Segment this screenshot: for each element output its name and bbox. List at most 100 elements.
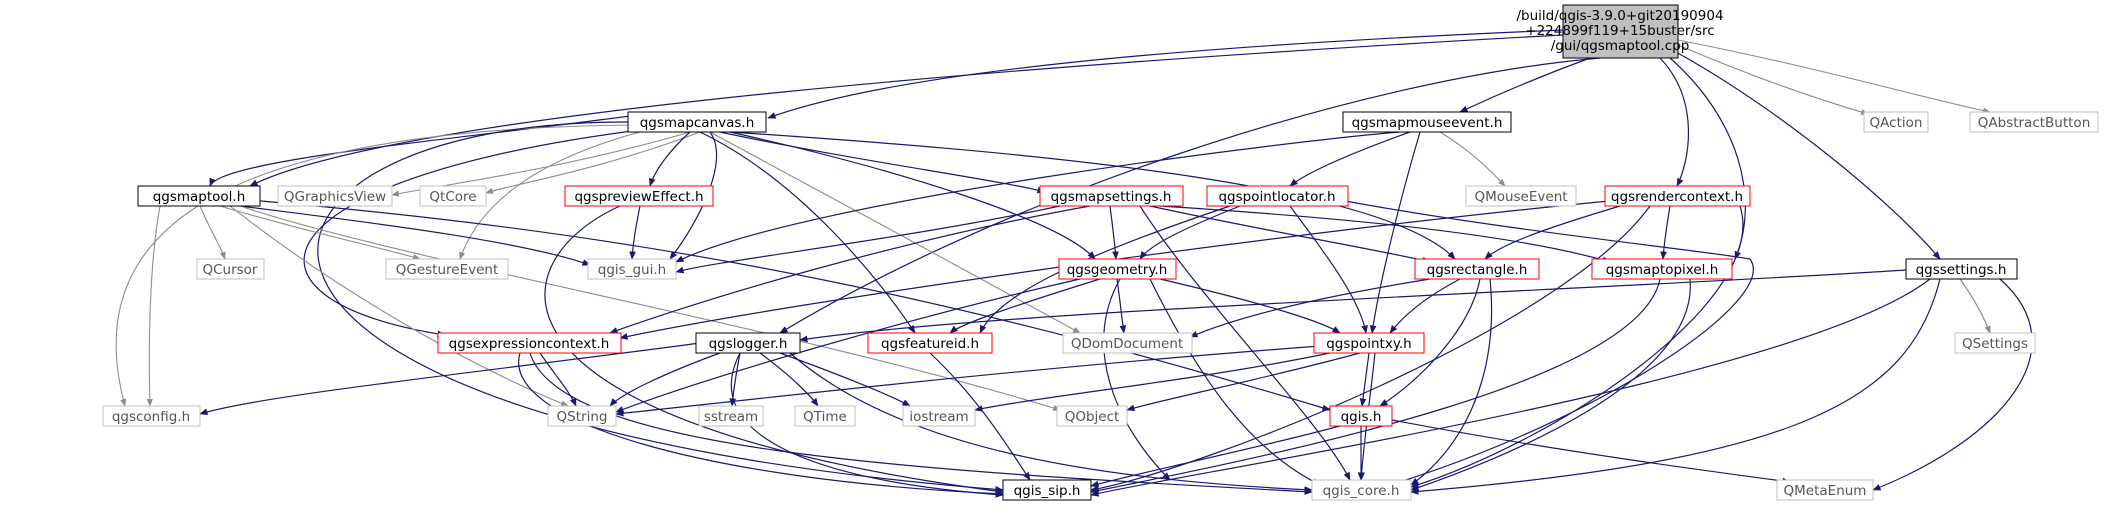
include-edge bbox=[1659, 57, 1690, 187]
include-edge bbox=[1410, 278, 1493, 486]
include-edge bbox=[239, 205, 1061, 411]
node-sstream[interactable]: sstream bbox=[698, 405, 764, 427]
svg-text:QAbstractButton: QAbstractButton bbox=[1978, 115, 2091, 131]
svg-text:qgsmaptool.h: qgsmaptool.h bbox=[153, 189, 246, 205]
include-edge bbox=[1410, 278, 1691, 491]
include-edge bbox=[1410, 278, 1941, 495]
node-qtime[interactable]: QTime bbox=[794, 405, 856, 427]
include-edge bbox=[1677, 44, 1869, 116]
node-qgis-core[interactable]: qgis_core.h bbox=[1311, 479, 1412, 501]
include-edge bbox=[1484, 205, 1621, 260]
node-qgis-sip[interactable]: qgis_sip.h bbox=[1002, 479, 1092, 501]
svg-text:qgsfeatureid.h: qgsfeatureid.h bbox=[881, 336, 979, 352]
node-qgsmapsettings[interactable]: qgsmapsettings.h bbox=[1039, 185, 1184, 207]
node-qcursor[interactable]: QCursor bbox=[196, 258, 265, 280]
node-qdomdocument[interactable]: QDomDocument bbox=[1062, 332, 1193, 354]
include-edge bbox=[1369, 131, 1421, 334]
include-edge bbox=[1159, 205, 1611, 264]
node-qgsgeometry[interactable]: qgsgeometry.h bbox=[1058, 258, 1177, 280]
dependency-edges bbox=[115, 29, 2033, 498]
svg-text:QAction: QAction bbox=[1870, 115, 1923, 131]
node-qgsrectangle[interactable]: qgsrectangle.h bbox=[1414, 258, 1540, 280]
node-qsettings[interactable]: QSettings bbox=[1954, 332, 2036, 354]
include-edge bbox=[1379, 278, 1481, 407]
include-edge bbox=[1109, 205, 1119, 260]
node-qgspointlocator[interactable]: qgspointlocator.h bbox=[1206, 185, 1349, 207]
include-edge bbox=[485, 131, 701, 194]
node-qgraphicsview[interactable]: QGraphicsView bbox=[277, 185, 393, 207]
include-edge bbox=[1103, 278, 1171, 481]
svg-text:QtCore: QtCore bbox=[429, 189, 476, 205]
root-line-3: /gui/qgsmaptool.cpp bbox=[1551, 38, 1690, 54]
include-edge bbox=[1139, 205, 1351, 481]
include-edge bbox=[1090, 278, 1661, 494]
include-edge bbox=[759, 352, 819, 407]
include-edge bbox=[199, 205, 226, 260]
svg-text:sstream: sstream bbox=[704, 409, 758, 425]
include-edge bbox=[1677, 39, 1991, 114]
node-qstring[interactable]: QString bbox=[547, 405, 617, 427]
include-edge bbox=[1159, 278, 1341, 334]
include-edge bbox=[459, 131, 641, 260]
include-edge bbox=[1439, 131, 1506, 187]
include-edge bbox=[767, 29, 1564, 119]
svg-text:qgis_sip.h: qgis_sip.h bbox=[1014, 483, 1081, 499]
node-qgsfeatureid[interactable]: qgsfeatureid.h bbox=[867, 332, 993, 354]
node-qgsmaptool[interactable]: qgsmaptool.h bbox=[137, 185, 261, 207]
node-qgssettings[interactable]: qgssettings.h bbox=[1905, 258, 2018, 280]
node-qgsmaptopixel[interactable]: qgsmaptopixel.h bbox=[1591, 258, 1733, 280]
include-edge bbox=[1359, 352, 1370, 407]
node-qgslogger[interactable]: qgslogger.h bbox=[695, 332, 801, 354]
svg-text:iostream: iostream bbox=[909, 409, 968, 425]
include-edge bbox=[929, 352, 1031, 481]
include-edge bbox=[1389, 278, 1461, 334]
node-qgspreviewEffect[interactable]: qgspreviewEffect.h bbox=[564, 185, 714, 207]
node-qabstractbutton[interactable]: QAbstractButton bbox=[1969, 111, 2099, 133]
include-edge bbox=[949, 278, 1101, 334]
svg-text:qgis.h: qgis.h bbox=[1341, 409, 1382, 425]
include-edge bbox=[115, 124, 631, 407]
svg-text:qgsrectangle.h: qgsrectangle.h bbox=[1427, 262, 1528, 278]
node-qgestureevent[interactable]: QGestureEvent bbox=[385, 258, 509, 280]
node-qmetaenum[interactable]: QMetaEnum bbox=[1776, 479, 1874, 501]
include-edge bbox=[779, 352, 911, 407]
svg-text:qgspreviewEffect.h: qgspreviewEffect.h bbox=[574, 189, 703, 205]
svg-text:qgsexpressioncontext.h: qgsexpressioncontext.h bbox=[449, 336, 610, 352]
node-qgis[interactable]: qgis.h bbox=[1329, 405, 1393, 427]
svg-text:QCursor: QCursor bbox=[202, 262, 257, 278]
include-edge bbox=[1675, 51, 1941, 260]
node-qmouseevent[interactable]: QMouseEvent bbox=[1465, 185, 1577, 207]
node-qobject[interactable]: QObject bbox=[1056, 405, 1128, 427]
svg-text:qgsgeometry.h: qgsgeometry.h bbox=[1067, 262, 1168, 278]
include-edge bbox=[609, 205, 1091, 334]
node-qgsconfig[interactable]: qgsconfig.h bbox=[102, 405, 201, 427]
node-qgsmapcanvas[interactable]: qgsmapcanvas.h bbox=[627, 111, 767, 133]
include-edge bbox=[1872, 278, 2033, 491]
node-qgis-gui[interactable]: qgis_gui.h bbox=[587, 258, 677, 280]
svg-text:QObject: QObject bbox=[1065, 409, 1120, 425]
include-edge bbox=[615, 278, 1081, 413]
root-line-2: +224899f119+15buster/src bbox=[1525, 23, 1714, 39]
svg-text:qgslogger.h: qgslogger.h bbox=[709, 336, 788, 352]
include-edge bbox=[974, 352, 1331, 412]
node-qgspointxy[interactable]: qgspointxy.h bbox=[1313, 332, 1425, 354]
include-edge bbox=[1126, 352, 1361, 412]
include-edge bbox=[675, 131, 1401, 263]
node-iostream[interactable]: iostream bbox=[902, 405, 976, 427]
include-edge bbox=[1669, 57, 1746, 260]
node-qgsrendercontext[interactable]: qgsrendercontext.h bbox=[1604, 185, 1751, 207]
include-edge bbox=[729, 131, 1096, 260]
include-edge bbox=[1959, 278, 1991, 334]
include-edge bbox=[609, 352, 721, 407]
node-qgsexpressioncontext[interactable]: qgsexpressioncontext.h bbox=[437, 332, 622, 354]
node-qtcore[interactable]: QtCore bbox=[419, 185, 487, 207]
node-qgsmapmouseevent[interactable]: qgsmapmouseevent.h bbox=[1342, 111, 1512, 133]
svg-text:qgsmapcanvas.h: qgsmapcanvas.h bbox=[640, 115, 755, 131]
include-edge bbox=[529, 352, 1313, 495]
svg-text:qgspointlocator.h: qgspointlocator.h bbox=[1218, 189, 1335, 205]
include-edge bbox=[249, 34, 1564, 187]
include-edge bbox=[1289, 205, 1368, 334]
svg-text:QDomDocument: QDomDocument bbox=[1071, 336, 1183, 352]
node-qaction[interactable]: QAction bbox=[1863, 111, 1929, 133]
include-edge bbox=[699, 131, 916, 334]
